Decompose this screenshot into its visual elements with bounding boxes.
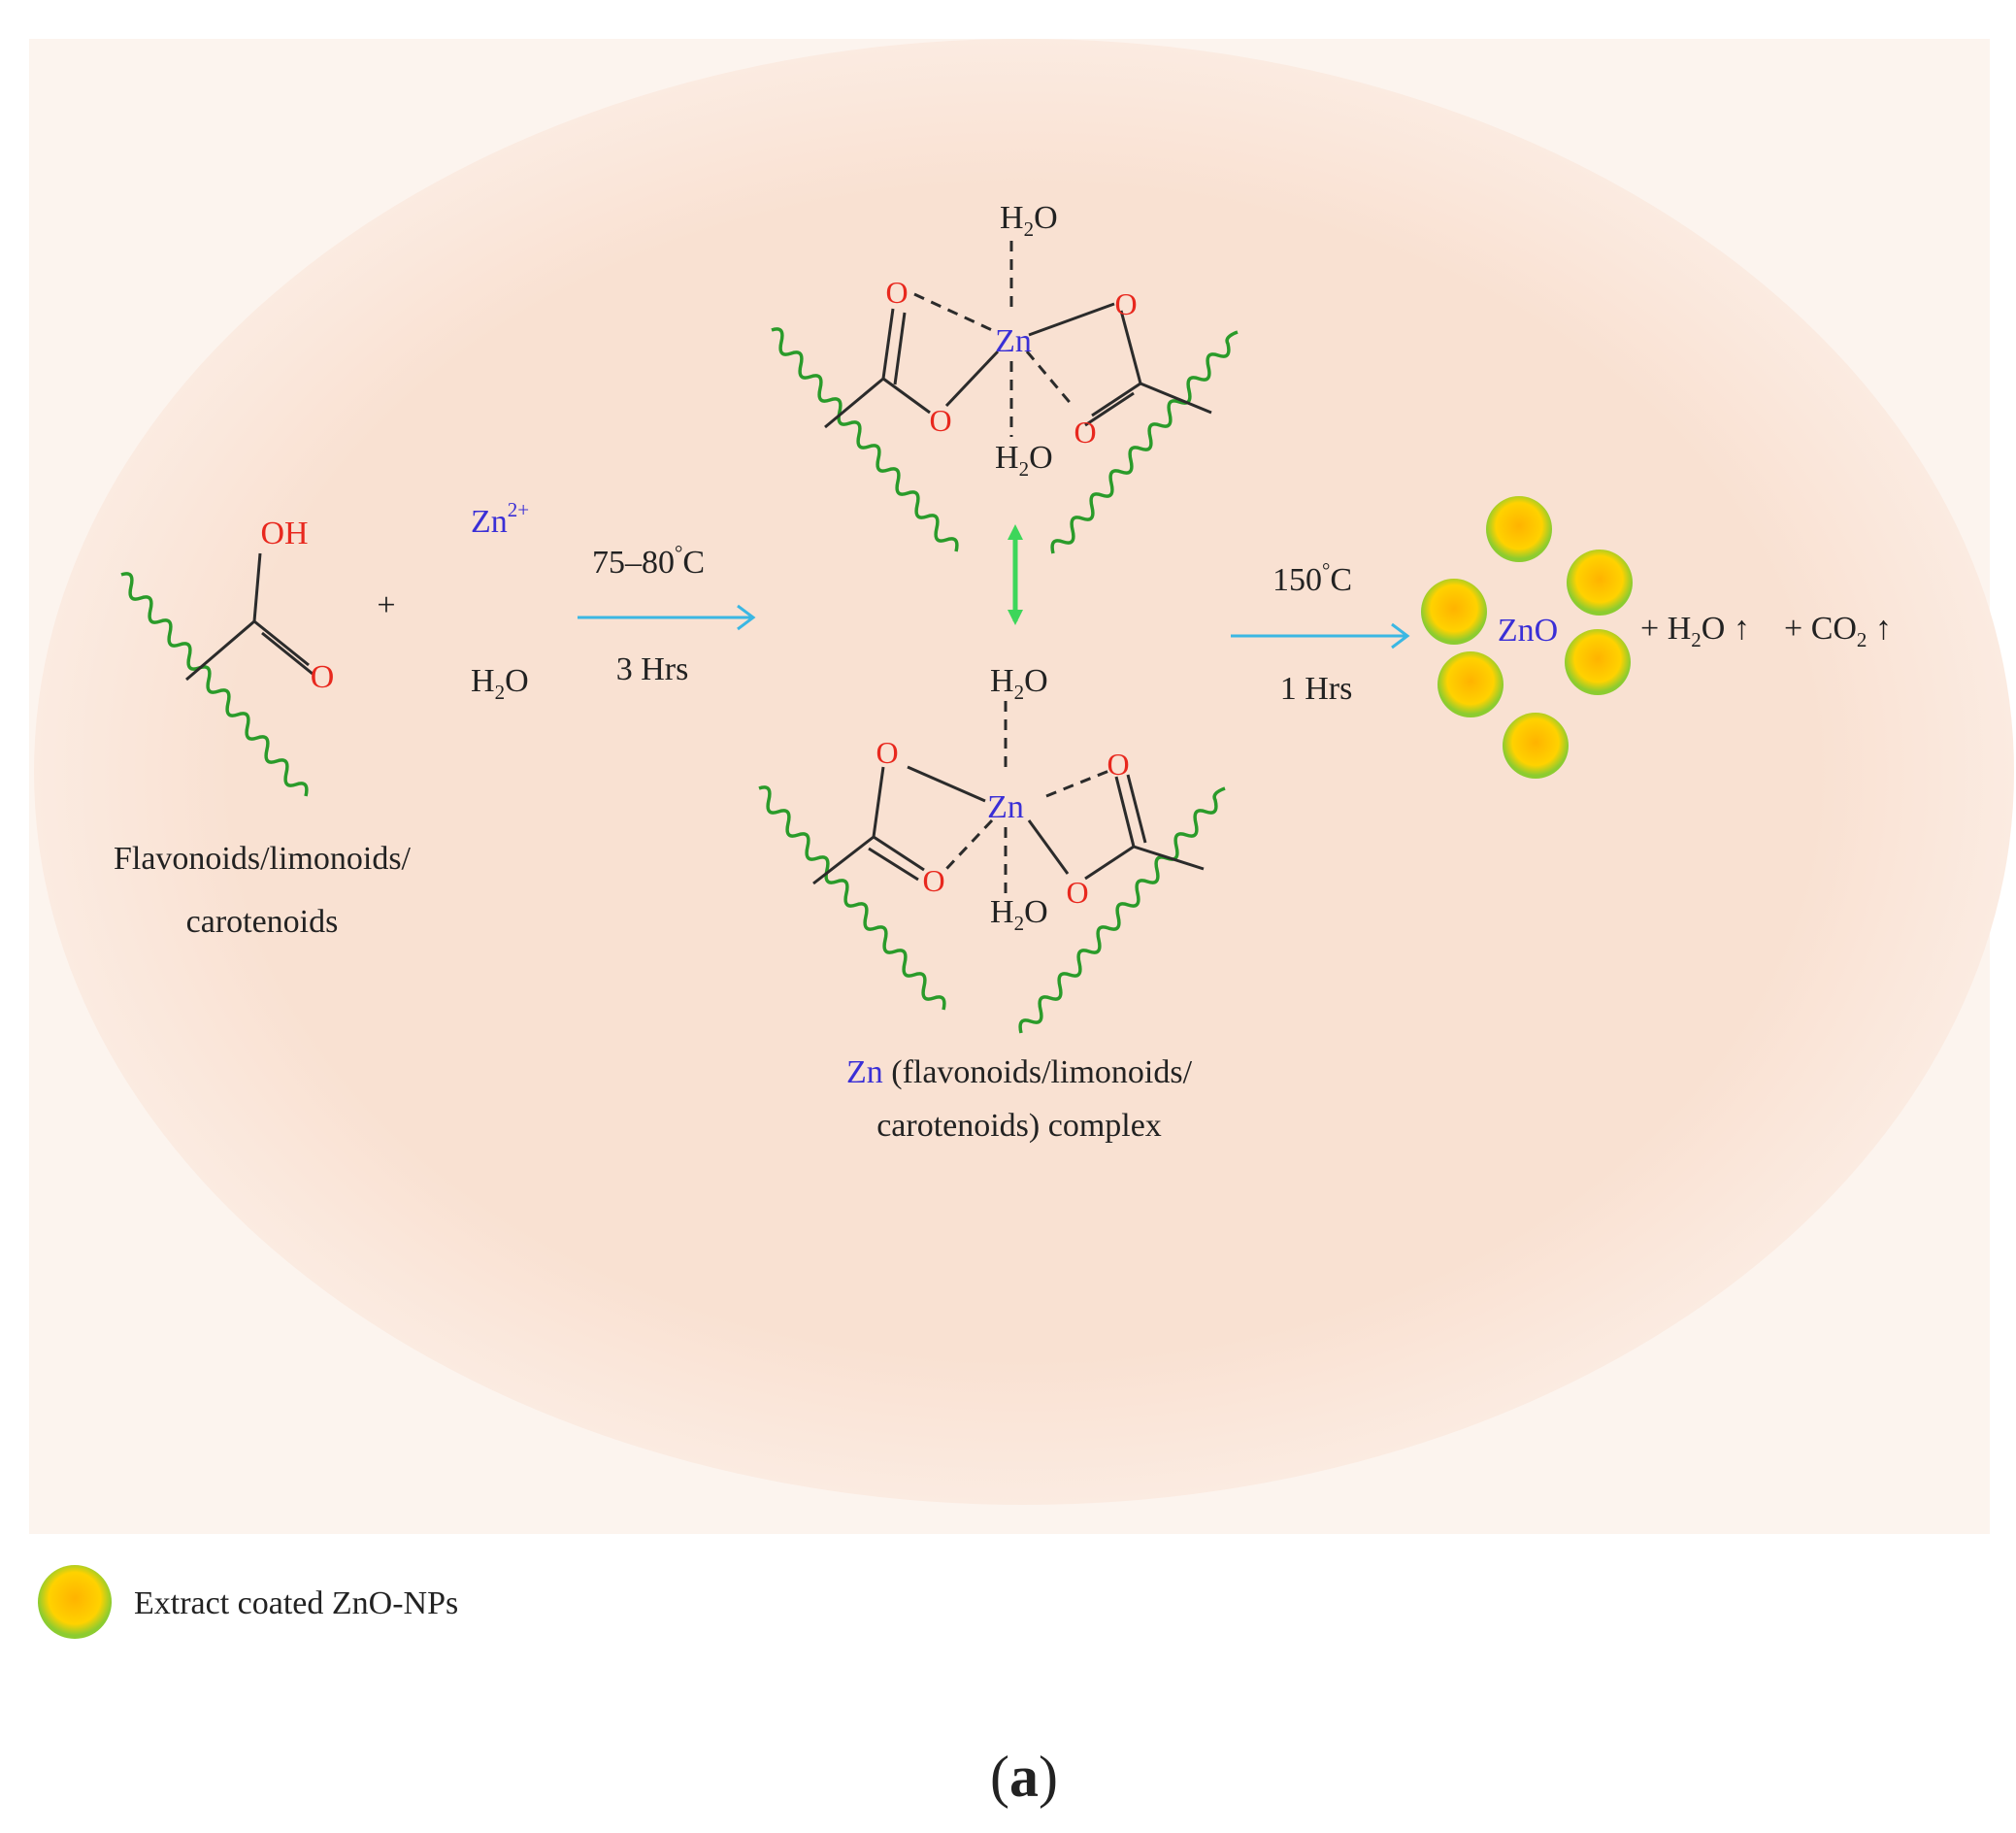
complex-bottom-o3: O [1107, 747, 1129, 782]
complex-top: Zn O O O O H2O H2O [771, 200, 1239, 554]
complex-top-left-chain [771, 327, 959, 552]
zno-nanoparticle-cluster: ZnO [1421, 496, 1633, 779]
complex-top-o2: O [929, 403, 951, 438]
complex-bottom-o4: O [1066, 875, 1088, 910]
complex-bottom-o1: O [876, 735, 898, 770]
complex-bottom-o2: O [922, 863, 944, 898]
zno-product-label: ZnO [1498, 613, 1558, 649]
legend-label: Extract coated ZnO-NPs [134, 1585, 458, 1621]
nanoparticle [1421, 579, 1487, 645]
byproduct-water: + H2O ↑ [1640, 611, 1750, 651]
step2-time: 1 Hrs [1280, 671, 1353, 707]
byproduct-co2: + CO2 ↑ [1784, 611, 1892, 651]
reactant-wavy-chain [120, 572, 309, 797]
zinc-ion-label: Zn2+ [471, 498, 529, 540]
complex-top-o1: O [885, 275, 908, 310]
complex-top-right-chain [1050, 330, 1239, 554]
step2-arrow [1231, 622, 1410, 650]
reactant-caption-line1: Flavonoids/limonoids/ [114, 841, 412, 877]
complex-bottom-water-top: H2O [990, 663, 1048, 704]
nanoparticle [1438, 651, 1504, 717]
complex-bottom-right-chain [1018, 786, 1226, 1034]
step1-time: 3 Hrs [616, 651, 689, 687]
step1-arrow [578, 604, 756, 631]
legend: Extract coated ZnO-NPs [38, 1565, 458, 1639]
complex-caption-line1: Zn (flavonoids/limonoids/ [846, 1054, 1193, 1090]
reactant-molecule: OH O Flavonoids/limonoids/ carotenoids [114, 516, 412, 940]
nanoparticle [1567, 550, 1633, 616]
background-ellipse [34, 39, 2014, 1505]
complex-bottom: Zn O O O O H2O H2O [758, 663, 1226, 1034]
plus-sign: + [377, 587, 395, 623]
complex-caption-line2: carotenoids) complex [876, 1108, 1162, 1144]
legend-nanoparticle-icon [38, 1565, 112, 1639]
equilibrium-arrow [1008, 524, 1023, 625]
complex-bottom-left-chain [758, 785, 946, 1011]
nanoparticle [1565, 629, 1631, 695]
water-reagent-label: H2O [471, 663, 529, 704]
complex-bottom-water-bottom: H2O [990, 894, 1048, 935]
nanoparticle [1503, 713, 1569, 779]
complex-top-o4: O [1074, 415, 1096, 450]
reactant-o-label: O [311, 659, 335, 695]
step1-temperature: 75–80°C [592, 541, 705, 581]
step2-temperature: 150°C [1272, 558, 1352, 598]
nanoparticle [1486, 496, 1552, 562]
reactant-oh-label: OH [260, 516, 308, 551]
complex-top-zn-label: Zn [995, 323, 1032, 359]
reactant-caption-line2: carotenoids [186, 904, 339, 940]
complex-top-water-top: H2O [1000, 200, 1058, 241]
complex-top-water-bottom: H2O [995, 440, 1053, 481]
complex-bottom-zn-label: Zn [987, 789, 1024, 825]
panel-label: (a) [990, 1745, 1058, 1809]
complex-top-o3: O [1114, 286, 1137, 321]
